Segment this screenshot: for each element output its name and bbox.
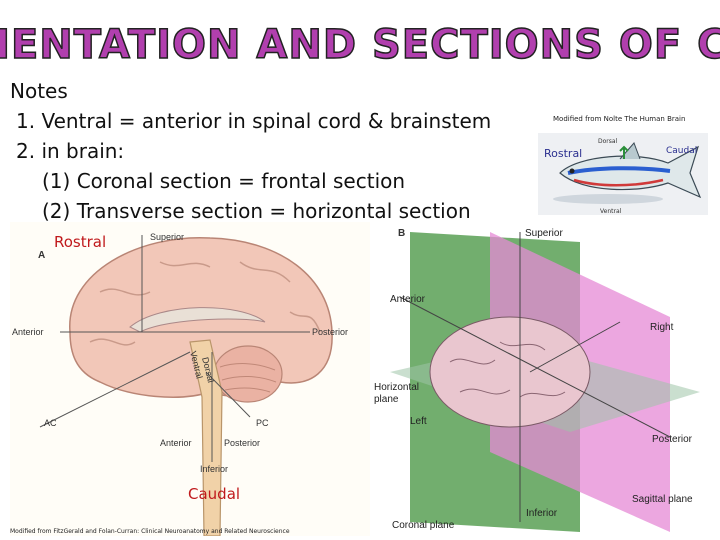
fig-a-ac: AC	[44, 418, 57, 428]
fig-a-anterior-low: Anterior	[160, 438, 192, 448]
fig-b-anterior: Anterior	[390, 294, 426, 305]
axis-ac-line	[39, 351, 191, 428]
fig-a-inferior: Inferior	[200, 464, 228, 474]
cerebellum-folia	[219, 363, 277, 393]
section-planes-figure: B Superior Anterior Right Horizontal pla…	[370, 222, 710, 536]
fish-rostral-label: Rostral	[544, 147, 582, 160]
brainstem-cord	[189, 339, 223, 536]
corpus-callosum	[129, 307, 266, 333]
fig-a-pc: PC	[256, 418, 269, 428]
fish-belly	[573, 178, 664, 187]
brain-slice-folds	[449, 341, 566, 398]
notes-heading: Notes	[10, 79, 68, 103]
note-item-2a: (1) Coronal section = frontal section	[42, 169, 406, 193]
fig-b-posterior: Posterior	[652, 434, 693, 445]
fig-a-letter: A	[38, 250, 45, 261]
fig-b-sagittal: Sagittal plane	[632, 494, 693, 505]
note-item-2: 2. in brain:	[16, 139, 125, 163]
note-item-1: 1. Ventral = anterior in spinal cord & b…	[16, 109, 492, 133]
brain-slice	[429, 316, 591, 428]
fig-a-credit: Modified from FitzGerald and Folan-Curra…	[10, 528, 290, 535]
fish-dorsal-label: Dorsal	[598, 138, 618, 145]
fig-a-anterior: Anterior	[12, 327, 44, 337]
fish-ventral-label: Ventral	[600, 208, 622, 215]
fig-b-letter: B	[398, 228, 405, 239]
fig-a-posterior-low: Posterior	[224, 438, 260, 448]
fig-b-right: Right	[650, 322, 674, 333]
fig-b-superior: Superior	[525, 228, 563, 239]
fish-credit: Modified from Nolte The Human Brain	[553, 115, 686, 123]
fig-b-horizontal-2: plane	[374, 394, 399, 405]
page-title: ORIENTATION AND SECTIONS OF CNS	[0, 6, 720, 76]
gyri-lines	[89, 261, 321, 346]
axis-pc-line	[205, 371, 251, 418]
fish-eye	[569, 168, 575, 174]
fig-a-superior: Superior	[150, 232, 184, 242]
note-item-2b: (2) Transverse section = horizontal sect…	[42, 199, 471, 223]
title-text: ORIENTATION AND SECTIONS OF CNS	[0, 22, 720, 68]
fish-arrow-icon	[619, 145, 629, 159]
fig-b-coronal: Coronal plane	[392, 520, 455, 531]
fig-b-left: Left	[410, 416, 427, 427]
fig-a-posterior: Posterior	[312, 327, 348, 337]
fish-orientation-figure: Dorsal Ventral Rostral Caudal	[538, 133, 708, 215]
fig-a-rostral: Rostral	[54, 233, 106, 251]
fish-stripe	[567, 166, 671, 175]
fish-caudal-label: Caudal	[666, 146, 697, 156]
fig-a-caudal: Caudal	[188, 485, 240, 503]
fish-shadow	[553, 194, 663, 204]
fig-b-horizontal-1: Horizontal	[374, 382, 419, 393]
cerebellum	[213, 345, 283, 403]
brain-sagittal-figure: A Rostral Superior Anterior Posterior Do…	[10, 222, 370, 536]
notes-block: Notes 1. Ventral = anterior in spinal co…	[10, 76, 535, 226]
axis-diagonal	[399, 296, 671, 438]
axis-right	[529, 321, 621, 373]
fig-b-inferior: Inferior	[526, 508, 558, 519]
